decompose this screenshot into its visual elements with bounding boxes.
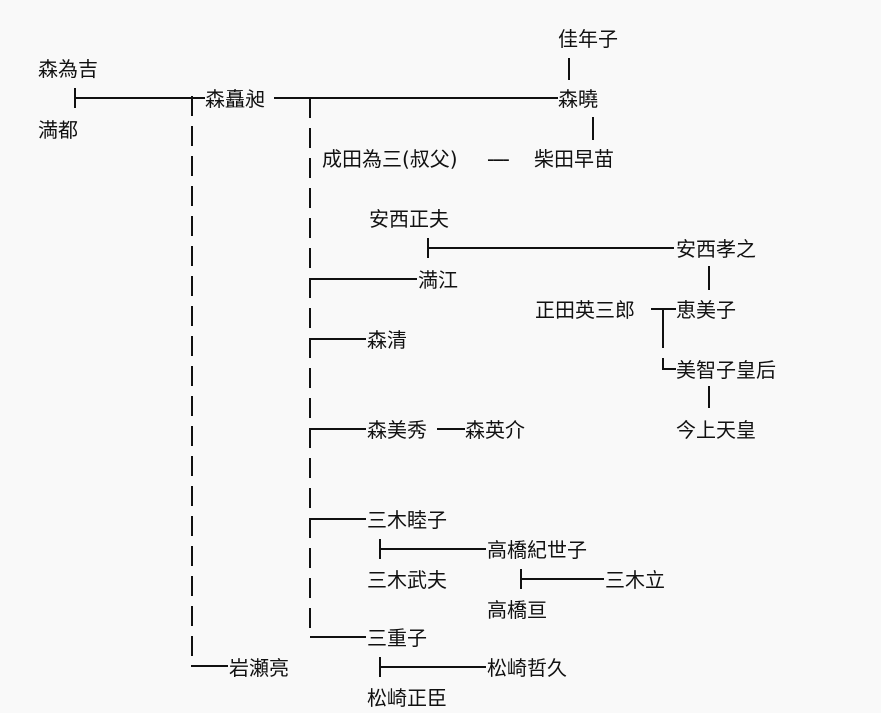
person-iwase-ryo: 岩瀬亮 — [229, 656, 289, 680]
person-mori-yoshihide: 森美秀 — [367, 418, 427, 442]
person-mori-todoroki: 森矗昶 — [205, 87, 265, 111]
person-shibata-sanae: 柴田早苗 — [534, 147, 614, 171]
person-mitsuto: 満都 — [38, 118, 78, 142]
person-anzai-takayuki: 安西孝之 — [676, 237, 756, 261]
person-mori-tamekichi: 森為吉 — [38, 57, 98, 81]
person-emiko: 恵美子 — [676, 298, 736, 322]
person-matsuzaki-tetsuhisa: 松崎哲久 — [487, 656, 567, 680]
person-mori-eisuke: 森英介 — [465, 418, 525, 442]
person-shoda-eizaburo: 正田英三郎 — [535, 298, 635, 322]
person-takahashi-wataru: 高橋亘 — [487, 598, 547, 622]
person-kanen: 佳年子 — [558, 27, 618, 51]
person-miki-takeo: 三木武夫 — [367, 568, 447, 592]
person-mieko: 三重子 — [367, 626, 427, 650]
person-mori-kiyoshi: 森清 — [367, 328, 407, 352]
link-dashes: ---- — [487, 147, 510, 171]
person-takahashi-kiyoko: 高橋紀世子 — [487, 538, 587, 562]
person-narita: 成田為三(叔父) — [322, 147, 458, 171]
person-matsuzaki-masaomi: 松崎正臣 — [367, 686, 447, 710]
person-kinjo: 今上天皇 — [676, 418, 756, 442]
person-mitsue: 満江 — [418, 268, 458, 292]
person-miki-mutsuko: 三木睦子 — [367, 508, 447, 532]
person-michiko: 美智子皇后 — [676, 358, 776, 382]
person-mori-akira: 森曉 — [558, 87, 598, 111]
person-anzai-masao: 安西正夫 — [369, 207, 449, 231]
person-miki-ritsu: 三木立 — [605, 568, 665, 592]
